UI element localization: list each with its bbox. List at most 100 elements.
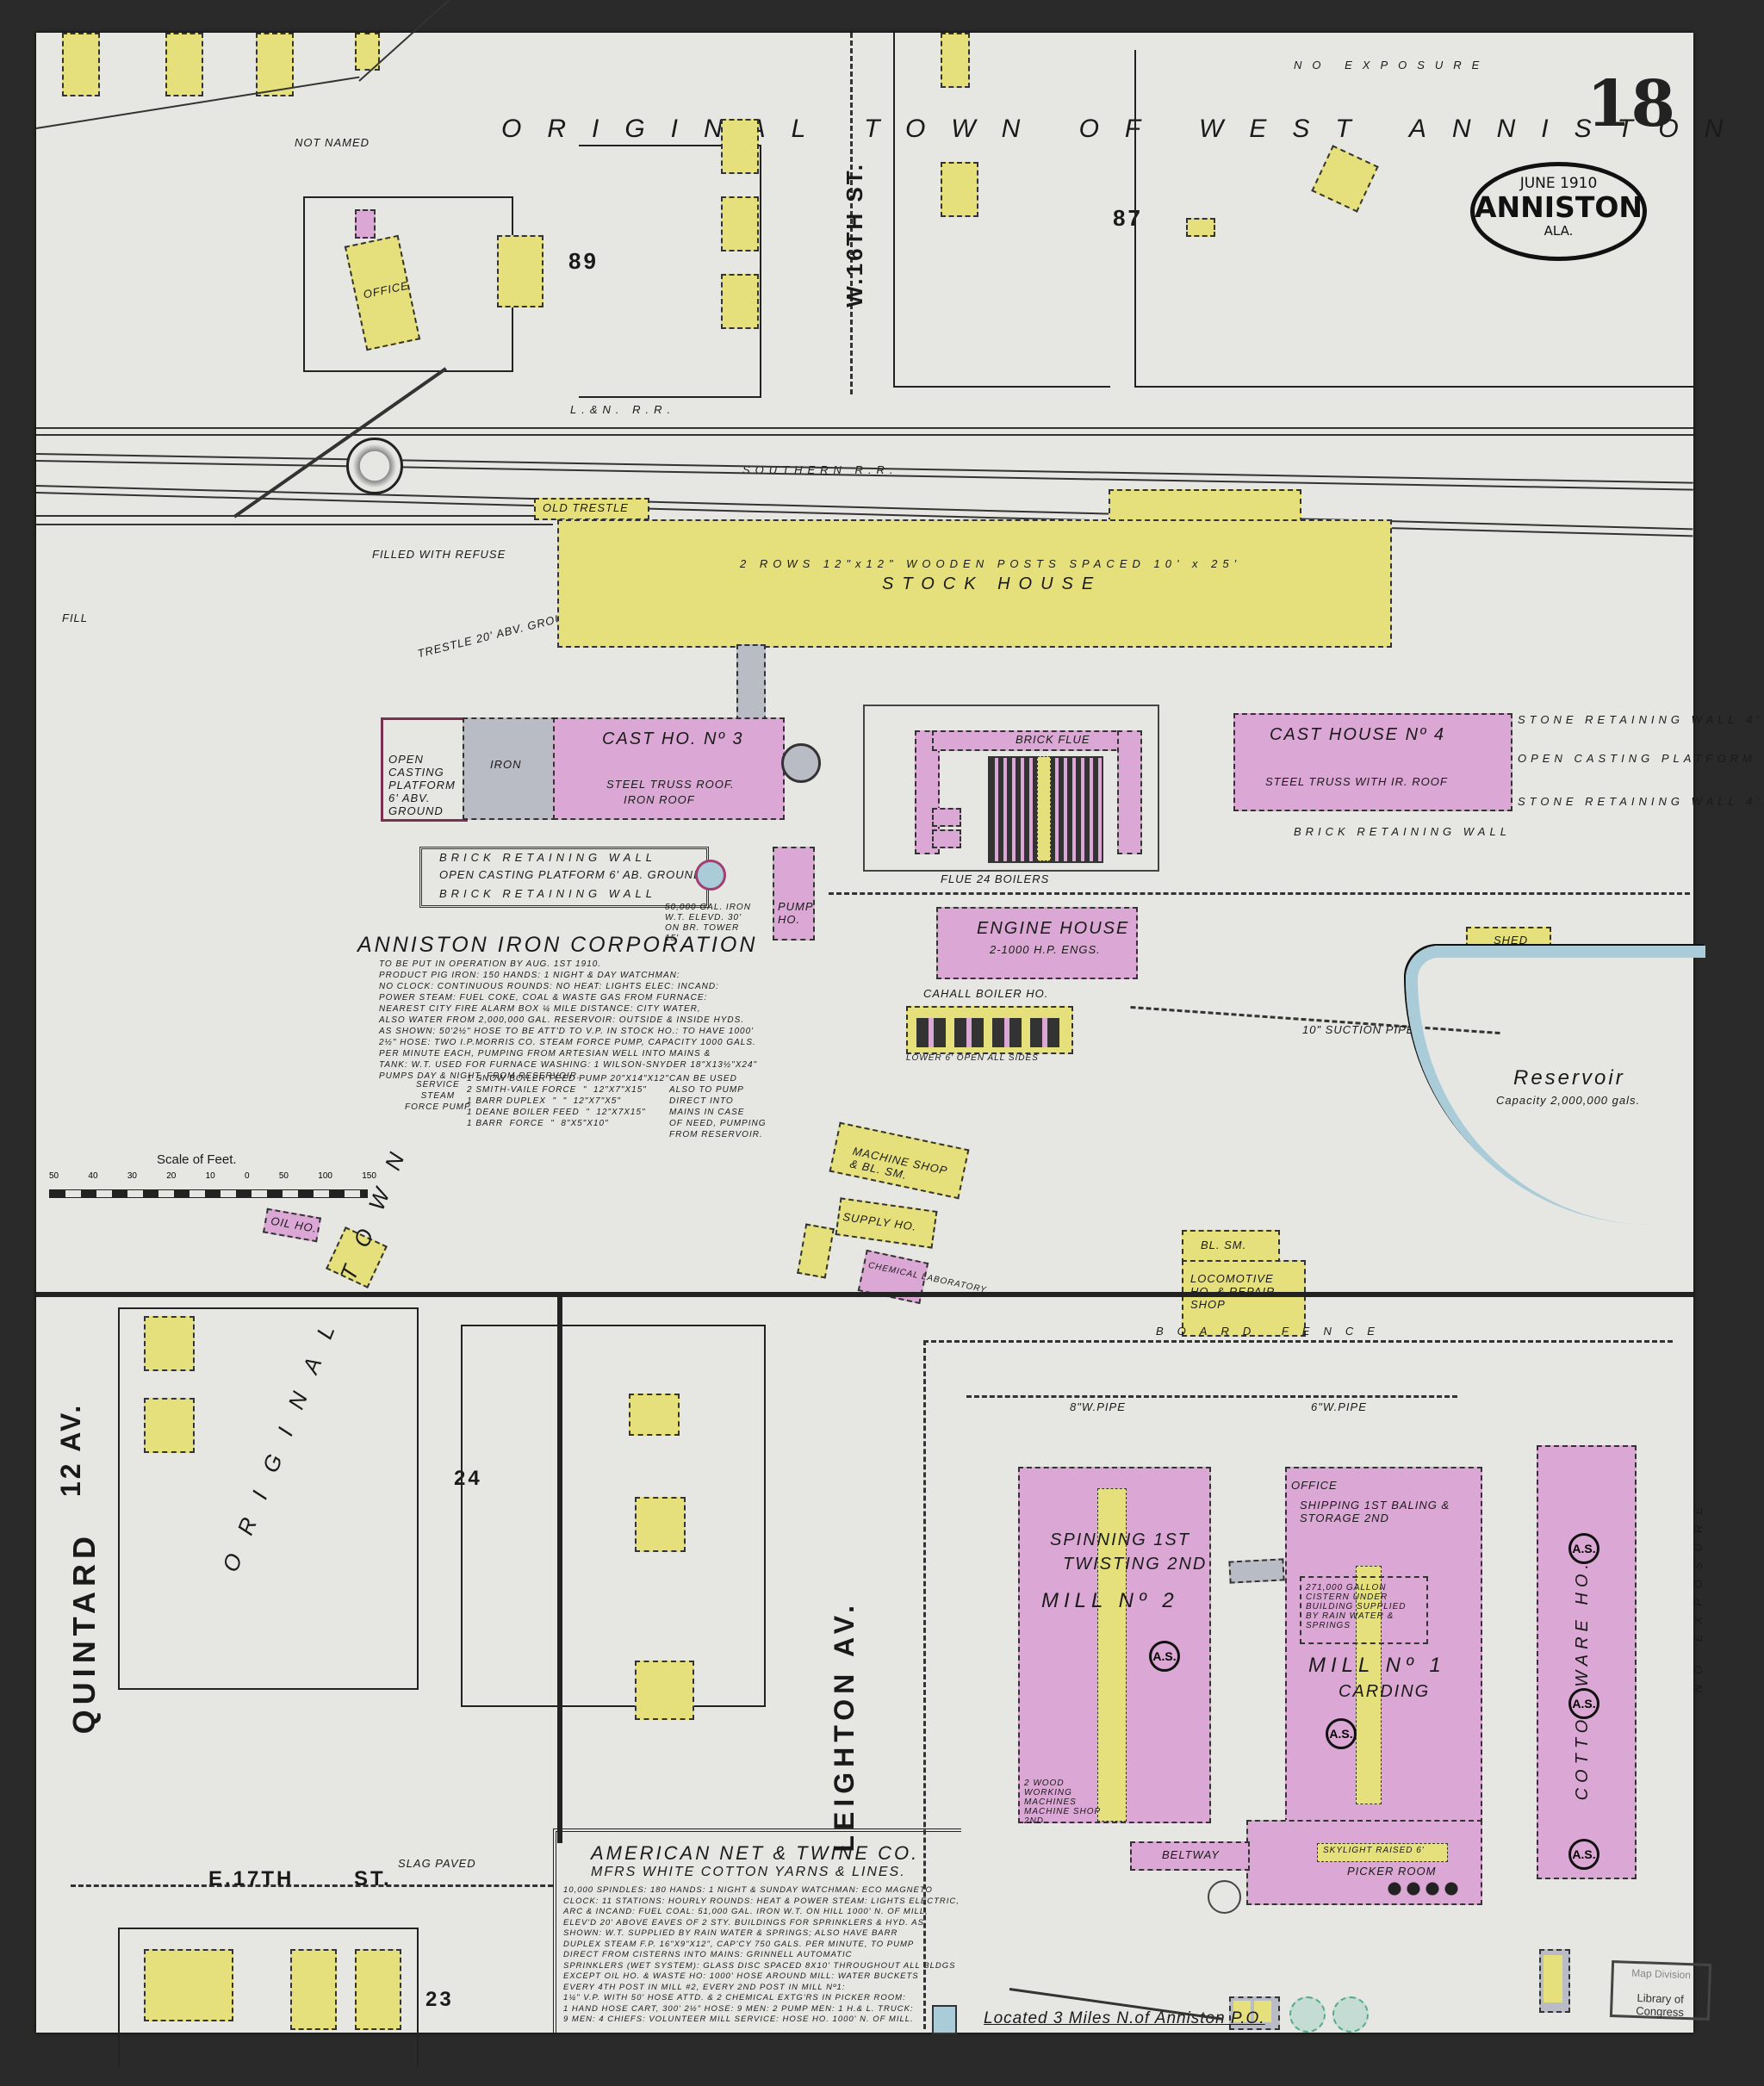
reservoir-capacity: Capacity 2,000,000 gals. [1496,1094,1641,1107]
rail-track [36,515,553,517]
engine-house-name: ENGINE HOUSE [977,919,1130,938]
cast-house-3[interactable]: CAST HO. Nº 3 STEEL TRUSS ROOF. IRON ROO… [553,717,785,820]
boiler-tubes [916,1018,1063,1047]
small-flue [932,808,961,827]
iron-shed: IRON [463,717,556,820]
suction-pipe-label: 10" SUCTION PIPE [1302,1023,1415,1036]
stock-house[interactable]: 2 ROWS 12"x12" WOODEN POSTS SPACED 10' x… [557,519,1392,648]
supply-house[interactable]: SUPPLY HO. [835,1197,938,1249]
lot-block [579,145,761,398]
dwelling [165,33,203,96]
blacksmith: BL. SM. [1182,1230,1280,1263]
cast-house-4-name: CAST HOUSE Nº 4 [1270,725,1446,744]
fill-label: FILL [62,612,89,624]
stock-house-annex [1109,489,1301,523]
waste-house [1539,1949,1570,2013]
pipe-label-6: 6"W.PIPE [1311,1400,1367,1413]
american-net-subtitle: MFRS WHITE COTTON YARNS & LINES. [591,1865,906,1879]
old-trestle: OLD TRESTLE [534,498,649,520]
blast-furnace-3 [781,743,821,783]
pump-list: 1 SNOW BOILER FEED PUMP 20"X14"X12" 2 SM… [467,1074,669,1128]
block-number-89: 89 [568,248,599,274]
locomotive-house[interactable]: LOCOMOTIVE HO. & REPAIR SHOP [1182,1260,1306,1337]
picker-room[interactable]: SKYLIGHT RAISED 6' PICKER ROOM [1246,1820,1482,1905]
block-number-24: 24 [454,1467,482,1490]
sprinkler-icon: A.S. [1568,1533,1599,1564]
american-net-title: AMERICAN NET & TWINE CO. [591,1842,920,1864]
sprinkler-icon: A.S. [1568,1839,1599,1870]
library-stamp: Map Division Library of Congress [1609,1959,1712,2021]
ln-railroad-label: L.&N. R.R. [570,403,676,416]
american-net-box: AMERICAN NET & TWINE CO. MFRS WHITE COTT… [553,1828,961,2036]
dwelling [290,1949,337,2030]
dwelling [721,196,759,251]
block-boundary [36,1292,1693,1297]
lot-block-west [118,1307,419,1690]
tank-30 [1289,1996,1326,2033]
pipe-label-8: 8"W.PIPE [1070,1400,1126,1413]
cahall-boiler-house[interactable] [906,1006,1073,1054]
cast-house-4[interactable]: CAST HOUSE Nº 4 STEEL TRUSS WITH IR. ROO… [1233,713,1512,811]
board-fence-label: BOARD FENCE [1156,1325,1388,1338]
street-quintard: QUINTARD [66,1531,102,1735]
oil-house: OIL HO. [262,1208,322,1243]
dwelling [355,1949,401,2030]
rail-track [36,434,1693,436]
iron-slope-elevator [736,644,766,721]
machine-shop[interactable]: MACHINE SHOP & BL. SM. [829,1121,970,1200]
mill-1[interactable]: OFFICE SHIPPING 1ST BALING & STORAGE 2ND… [1285,1467,1482,1823]
dwelling [721,119,759,174]
mill-2-name: MILL Nº 2 [1041,1589,1179,1612]
fire-boxes-icon [1386,1880,1463,1897]
shed [1186,218,1215,237]
street-12th-av: 12 AV. [55,1402,86,1497]
scale-title: Scale of Feet. [157,1152,237,1167]
lot-block-24 [461,1325,766,1707]
sprinkler-icon: A.S. [1568,1688,1599,1719]
boilers-label: FLUE 24 BOILERS [941,872,1050,885]
street-w16th: W.16TH ST. [842,162,867,307]
rail-track [36,427,1693,429]
rail-track [36,524,553,525]
american-net-notes: 10,000 SPINDLES: 180 HANDS: 1 NIGHT & SU… [563,1885,960,2024]
map-state: ALA. [1544,223,1574,239]
scale-bar [49,1189,368,1198]
beltway: BELTWAY [1130,1841,1250,1871]
board-fence [923,1340,1673,1343]
dwelling [144,1316,195,1371]
anniston-iron-notes: TO BE PUT IN OPERATION BY AUG. 1ST 1910.… [379,959,758,1081]
cotton-ware-label: COTTON WARE HO. [1573,1559,1592,1801]
map-city: ANNISTON [1475,190,1643,224]
street-leighton: LEIGHTON AV. [829,1600,860,1853]
water-tower [695,860,726,891]
watchman-house [797,1223,835,1279]
block-number-23: 23 [425,1988,454,2011]
pump-house[interactable]: PUMP HO. [773,847,815,941]
lot-block-87 [893,33,1110,388]
service-pump-label: SERVICE STEAM FORCE PUMP [405,1080,471,1112]
dwelling [635,1661,694,1720]
small-flue [932,829,961,848]
open-casting-platform: BRICK RETAINING WALL OPEN CASTING PLATFO… [419,847,709,908]
casting-platform-3: OPEN CASTING PLATFORM 6' ABV. GROUND [381,717,468,822]
map-date: JUNE 1910 [1519,175,1598,192]
water-tower-note: 50,000 GAL. IRON W.T. ELEVD. 30' ON BR. … [665,903,751,943]
dwelling [144,1949,233,2021]
filled-label: FILLED WITH REFUSE [372,548,506,561]
boiler-area [863,705,1159,872]
brick-flue-right [1117,730,1142,854]
iron-walk [1228,1558,1285,1584]
sprinkler-icon: A.S. [1326,1718,1357,1749]
compass-rose-icon [346,438,403,494]
lot-block-23 [118,1928,419,2067]
dwelling [941,33,970,88]
vault [355,209,376,239]
skylight-picker: SKYLIGHT RAISED 6' [1317,1843,1448,1862]
cotton-warehouse[interactable]: COTTON WARE HO. A.S. A.S. A.S. [1537,1445,1637,1879]
dwelling [144,1398,195,1453]
engine-house[interactable]: ENGINE HOUSE 2-1000 H.P. ENGS. [936,907,1138,979]
water-pipe-8 [966,1395,1457,1398]
mill-2[interactable]: SPINNING 1ST TWISTING 2ND MILL Nº 2 A.S.… [1018,1467,1211,1826]
title-oval: JUNE 1910 ANNISTON ALA. [1470,162,1647,261]
